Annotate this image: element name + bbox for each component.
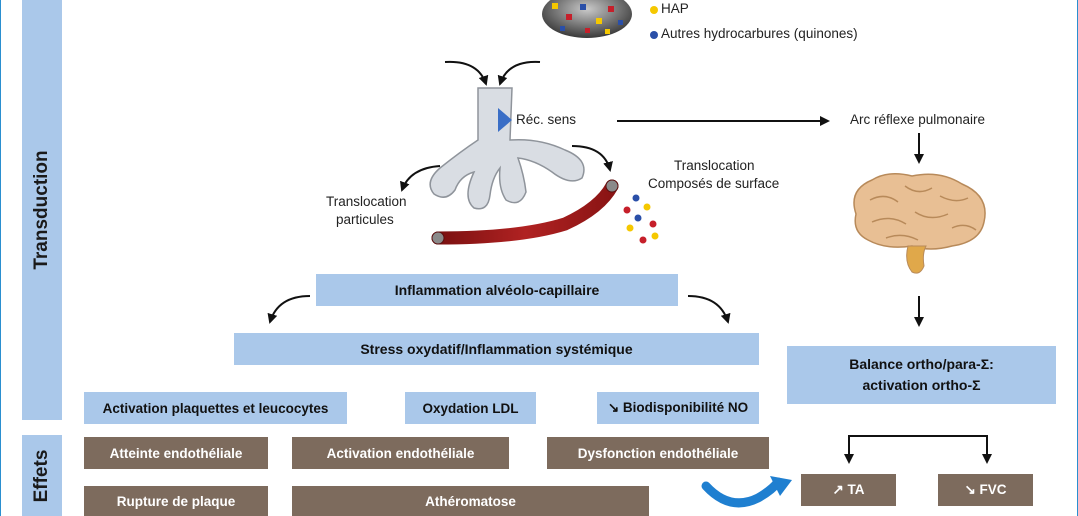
- label-transloc-part-1: Translocation: [326, 194, 407, 209]
- box-rupture: Rupture de plaque: [84, 486, 268, 516]
- box-biodisponibilite: ↘ Biodisponibilité NO: [597, 392, 759, 424]
- legend-autres: Autres hydrocarbures (quinones): [661, 26, 858, 41]
- box-inflammation-text: Inflammation alvéolo-capillaire: [394, 282, 600, 298]
- legend-hap: HAP: [661, 1, 689, 16]
- box-biodisponibilite-text: ↘ Biodisponibilité NO: [607, 400, 749, 415]
- label-transloc-surface-2: Composés de surface: [648, 176, 780, 191]
- arrow-inflammation-left: [267, 295, 311, 324]
- curved-blue-arrow-icon: [701, 477, 783, 508]
- particle-icon: [542, 0, 632, 38]
- arrow-translocation-surface: [571, 145, 613, 172]
- box-atheromatose-text: Athéromatose: [425, 493, 516, 509]
- box-atteinte: Atteinte endothéliale: [84, 437, 268, 469]
- box-fvc: ↘ FVC: [938, 474, 1033, 506]
- branch-connector: [848, 435, 988, 458]
- box-ta: ↗ TA: [801, 474, 896, 506]
- label-arc-reflexe: Arc réflexe pulmonaire: [850, 112, 986, 127]
- box-ta-text: ↗ TA: [832, 482, 865, 497]
- box-activation-endo-text: Activation endothéliale: [326, 445, 475, 461]
- effets-sidebar: Effets: [22, 435, 62, 516]
- box-dysfonction: Dysfonction endothéliale: [547, 437, 769, 469]
- box-dysfonction-text: Dysfonction endothéliale: [577, 445, 739, 461]
- box-rupture-text: Rupture de plaque: [116, 493, 236, 509]
- inhale-arrow-left: [444, 60, 489, 86]
- box-atheromatose: Athéromatose: [292, 486, 649, 516]
- box-activation-plaquettes-text: Activation plaquettes et leucocytes: [102, 400, 329, 416]
- autres-dot-icon: [650, 31, 658, 39]
- inhale-arrow-right: [497, 60, 541, 86]
- receptor-icon: [498, 108, 512, 132]
- box-stress-text: Stress oxydatif/Inflammation systémique: [360, 341, 633, 357]
- label-rec-sens: Réc. sens: [516, 112, 577, 127]
- blood-vessel-icon: [431, 179, 619, 245]
- box-activation-endo: Activation endothéliale: [292, 437, 509, 469]
- arrow-translocation-particles: [400, 165, 441, 192]
- box-fvc-text: ↘ FVC: [964, 482, 1007, 497]
- brain-icon: [853, 173, 986, 274]
- label-transloc-surface-1: Translocation: [674, 158, 755, 173]
- box-balance: Balance ortho/para-Σ: activation ortho-Σ: [787, 346, 1056, 404]
- hap-dot-icon: [650, 6, 658, 14]
- box-oxydation-text: Oxydation LDL: [422, 400, 519, 416]
- box-stress: Stress oxydatif/Inflammation systémique: [234, 333, 759, 365]
- box-inflammation: Inflammation alvéolo-capillaire: [316, 274, 678, 306]
- arrow-inflammation-right: [687, 295, 731, 324]
- lung-airway-icon: [429, 87, 585, 210]
- box-atteinte-text: Atteinte endothéliale: [109, 445, 243, 461]
- transduction-sidebar: Transduction: [22, 0, 62, 420]
- box-activation-plaquettes: Activation plaquettes et leucocytes: [84, 392, 347, 424]
- box-oxydation: Oxydation LDL: [405, 392, 536, 424]
- box-balance-line2: activation ortho-Σ: [862, 377, 981, 393]
- box-balance-line1: Balance ortho/para-Σ:: [849, 356, 994, 372]
- label-transloc-part-2: particules: [336, 212, 394, 227]
- surface-compounds-icon: [623, 194, 659, 244]
